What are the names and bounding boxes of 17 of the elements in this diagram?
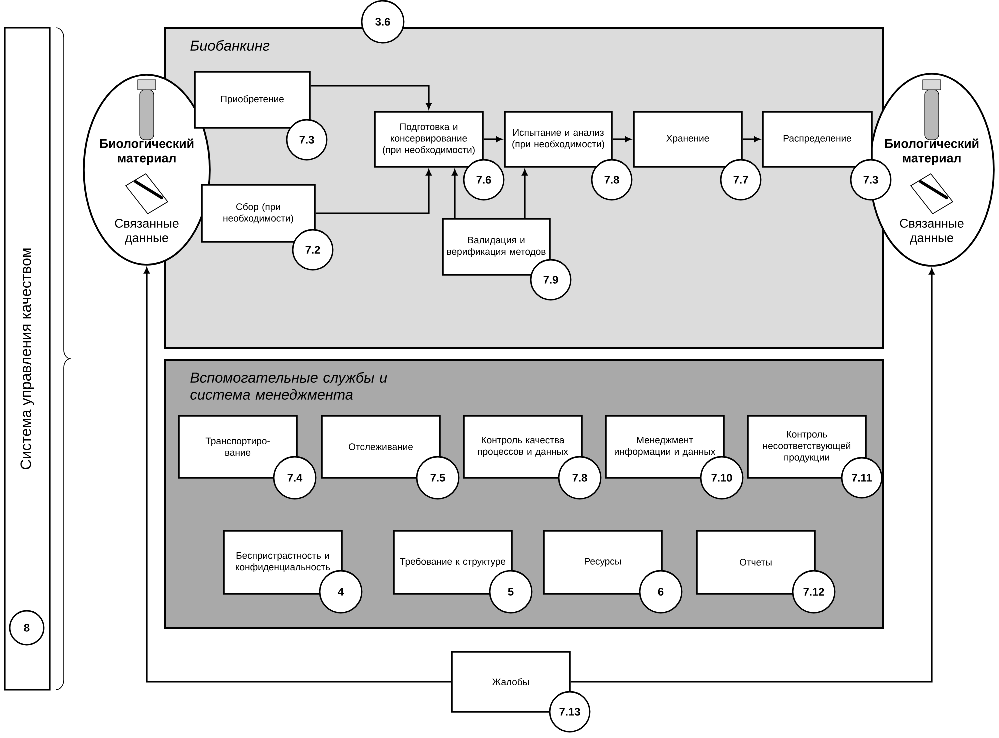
process-box: Валидация и верификация методов <box>442 218 551 276</box>
process-box: Сбор (при необходимости) <box>201 184 316 243</box>
process-box: Распределение <box>762 111 873 168</box>
arrow <box>484 136 502 142</box>
arrow <box>522 170 528 218</box>
process-box: Приобретение <box>194 71 311 129</box>
process-box: Хранение <box>633 111 743 168</box>
arrow <box>316 170 432 214</box>
arrow <box>452 170 458 218</box>
arrow <box>310 85 432 110</box>
process-box: Испытание и анализ (при необходимости) <box>504 111 613 168</box>
process-box: Подготовка и консервирование (при необходимости) <box>374 111 484 168</box>
arrow <box>570 268 935 683</box>
arrow <box>742 136 760 142</box>
arrow <box>144 268 452 683</box>
node-label: Связанные данные <box>900 219 964 245</box>
arrow <box>612 136 632 142</box>
